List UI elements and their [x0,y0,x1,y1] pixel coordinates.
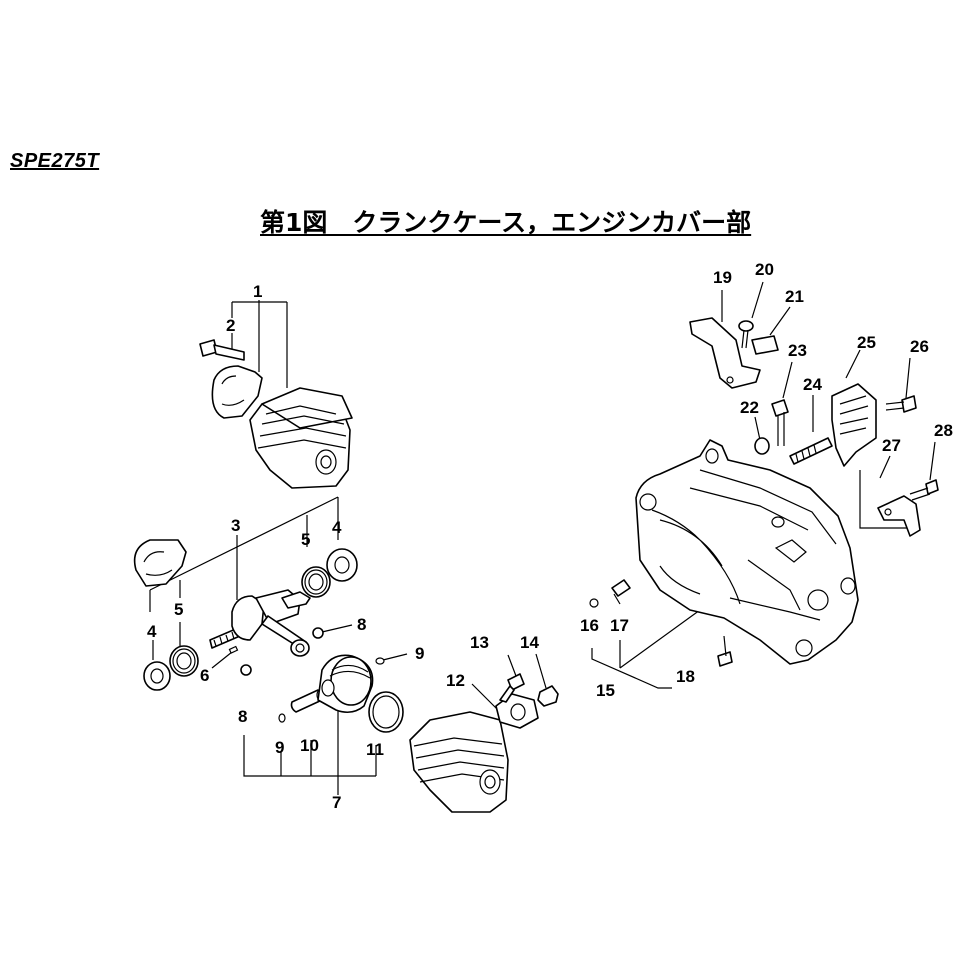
callout-2: 2 [226,316,235,335]
callout-6: 6 [200,666,209,685]
callout-26: 26 [910,337,929,356]
circlip-part-8-lower [240,664,252,676]
model-code: SPE275T [10,150,100,172]
callout-5-left: 5 [174,600,183,619]
circlip-part-8-upper [312,627,324,639]
bolt-part-13 [499,673,525,703]
callout-15: 15 [596,681,615,700]
callout-1: 1 [253,282,262,301]
crankcase-cover-part-15 [635,439,859,665]
clip-part-9-upper [375,657,385,665]
figure-title: 第1図 クランクケース，エンジンカバー部 [260,208,752,237]
callout-11: 11 [366,740,384,759]
seal-part-4-right [326,548,358,582]
callout-22: 22 [740,398,759,417]
callout-4-left: 4 [147,622,157,641]
callout-18: 18 [676,667,695,686]
piston-ring-part-11 [368,691,404,733]
clip-part-9-lower [278,713,286,723]
callout-numbers: 1 2 3 4 5 5 4 6 8 8 9 9 10 11 7 12 13 14… [147,260,953,812]
plate-part-19 [689,317,761,389]
screw-part-18 [717,635,733,667]
callout-25: 25 [857,333,876,352]
bearing-clamp-left [133,539,187,587]
pad-part-21 [751,335,779,355]
callout-7: 7 [332,793,341,812]
bearing-part-5-left [169,645,199,677]
bolt-part-23 [771,399,789,446]
stud-part-24 [789,437,833,465]
callout-9-upper: 9 [415,644,424,663]
callout-8-upper: 8 [357,615,366,634]
cylinder-lower-view [409,711,509,813]
cylinder-assembly-part-1 [211,365,353,489]
callout-28: 28 [934,421,953,440]
screw-part-28 [909,479,939,501]
cap-part-14 [537,685,559,707]
callout-20: 20 [755,260,774,279]
callout-13: 13 [470,633,489,652]
callout-17: 17 [610,616,629,635]
callout-19: 19 [713,268,732,287]
callout-8-lower: 8 [238,707,247,726]
callout-12: 12 [446,671,465,690]
callout-10: 10 [300,736,319,755]
plate-part-25 [831,383,877,467]
key-part-6 [228,645,239,654]
callout-9-lower: 9 [275,738,284,757]
grommet-part-22 [754,437,770,455]
callout-23: 23 [788,341,807,360]
bolt-part-2 [199,339,245,361]
callout-21: 21 [785,287,804,306]
callout-5-right: 5 [301,530,310,549]
screw-part-17 [611,579,631,605]
callout-14: 14 [520,633,539,652]
callout-24: 24 [803,375,822,394]
callout-4-right: 4 [332,518,342,537]
washer-part-16 [589,598,599,608]
crankshaft-part-3 [209,589,311,657]
chain-catcher-part-27 [877,495,921,537]
screw-part-26 [885,395,917,413]
leader-lines [149,281,936,795]
seal-part-4-left [143,661,171,691]
callout-16: 16 [580,616,599,635]
callout-27: 27 [882,436,901,455]
bearing-part-5-right [301,566,331,598]
piston-part-7 [317,654,374,714]
screw-part-20 [738,320,754,349]
callout-3: 3 [231,516,240,535]
